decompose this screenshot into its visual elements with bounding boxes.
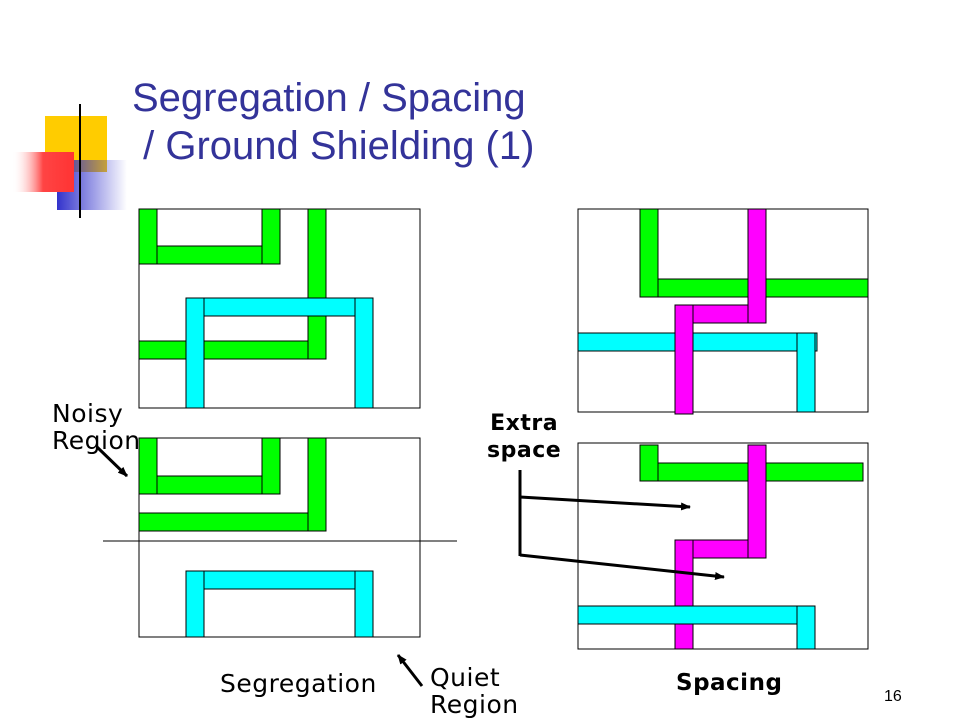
magenta-wire xyxy=(674,539,694,650)
green-wire xyxy=(138,340,309,360)
extra-space-arrow-lower xyxy=(519,553,725,581)
panel-border xyxy=(577,442,869,650)
page-title: Segregation / Spacing / Ground Shielding… xyxy=(132,74,534,170)
spacing-caption: Spacing xyxy=(676,670,782,697)
panel-segregation xyxy=(103,437,457,638)
title-line-1: Segregation / Spacing xyxy=(132,76,526,120)
panel-shield-mixed xyxy=(577,208,869,415)
segregation-caption: Segregation xyxy=(220,670,377,697)
quiet-label-line-2: Region xyxy=(430,690,519,719)
spacing-caption-text: Spacing xyxy=(676,670,783,696)
green-wire xyxy=(156,475,263,495)
annotation-arrows xyxy=(95,445,725,687)
extra-space-label: Extra space xyxy=(487,410,561,464)
quiet-region-arrow xyxy=(396,654,424,687)
magenta-wire xyxy=(747,444,767,559)
magenta-wire xyxy=(674,304,694,415)
cyan-wire xyxy=(203,297,356,317)
green-wire xyxy=(639,444,659,482)
page-number: 16 xyxy=(884,688,902,705)
quiet-label-line-1: Quiet xyxy=(430,663,501,692)
cyan-wire xyxy=(354,297,374,409)
cyan-wire xyxy=(796,332,816,413)
panel-spacing xyxy=(577,442,869,650)
title-decoration xyxy=(12,104,960,218)
cyan-wire xyxy=(577,332,818,352)
panel-border xyxy=(577,208,869,413)
extra-label-line-2: space xyxy=(487,438,562,463)
cyan-wire xyxy=(203,570,356,590)
green-wire xyxy=(138,208,158,265)
extra-label-line-1: Extra xyxy=(490,411,559,436)
green-wire xyxy=(307,208,327,360)
magenta-wire xyxy=(692,304,749,324)
green-wire xyxy=(307,437,327,532)
quiet-region-label: Quiet Region xyxy=(430,664,519,718)
cyan-wire xyxy=(185,297,205,409)
green-wire xyxy=(138,512,309,532)
green-wire xyxy=(261,208,281,265)
cyan-wire xyxy=(354,570,374,638)
deco-red-square xyxy=(12,152,74,192)
extra-space-arrow-upper xyxy=(519,495,691,511)
noisy-label-line-2: Region xyxy=(52,426,141,455)
green-wire xyxy=(156,245,263,265)
cyan-wire xyxy=(185,570,205,638)
noisy-region-arrow xyxy=(95,445,129,478)
title-line-2: / Ground Shielding (1) xyxy=(132,124,535,168)
green-wire xyxy=(138,437,158,495)
magenta-wire xyxy=(692,539,749,559)
green-wire xyxy=(261,437,281,495)
noisy-label-line-1: Noisy xyxy=(52,399,124,428)
panel-mixed-routing xyxy=(138,208,421,409)
segregation-caption-text: Segregation xyxy=(220,669,377,698)
noisy-region-label: Noisy Region xyxy=(52,400,141,454)
magenta-wire xyxy=(747,208,767,324)
cyan-wire xyxy=(796,605,816,650)
cyan-wire xyxy=(577,605,816,625)
green-wire xyxy=(639,208,659,298)
